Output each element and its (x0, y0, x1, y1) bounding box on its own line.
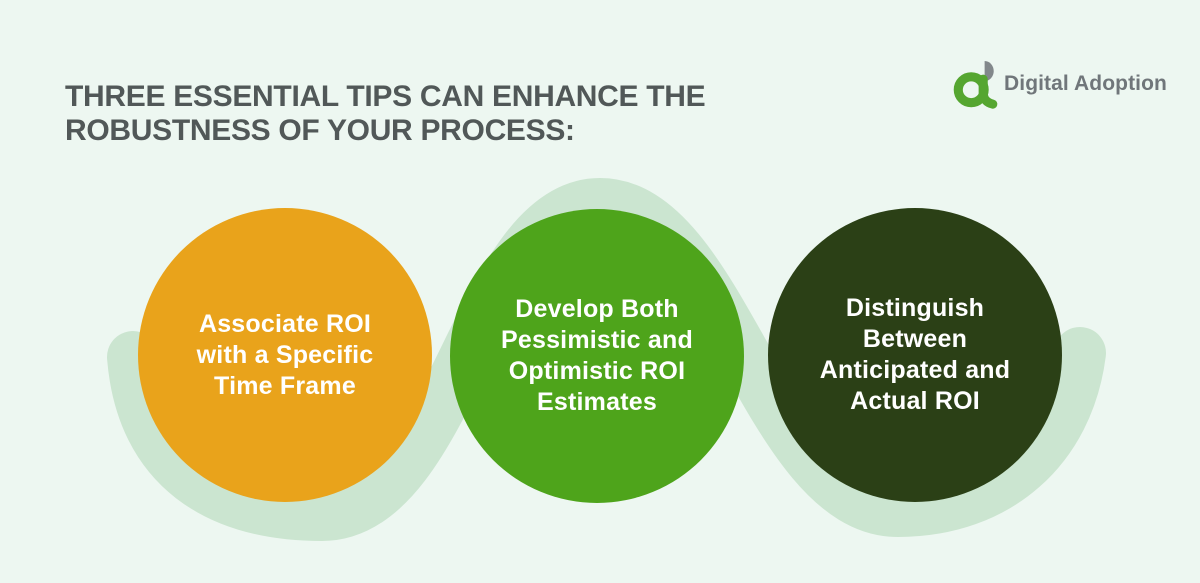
tip-1-line-1: Associate ROI (198, 309, 372, 338)
brand-logo: Digital Adoption (953, 58, 1167, 110)
tip-3-label: Distinguish Between Anticipated and Actu… (768, 208, 1062, 502)
tip-circle-2 (450, 209, 744, 503)
page-title-line-2: ROBUSTNESS OF YOUR PROCESS: (65, 114, 575, 148)
tip-2-label: Develop Both Pessimistic and Optimistic … (450, 209, 744, 503)
tip-2-line-4: Estimates (537, 388, 657, 416)
tip-3-line-3: Anticipated and (819, 356, 1011, 384)
tip-2-line-3: Optimistic ROI (508, 357, 686, 385)
tip-circle-3 (768, 208, 1062, 502)
digital-adoption-logo-icon (953, 61, 998, 109)
page-title-line-1: THREE ESSENTIAL TIPS CAN ENHANCE THE (65, 80, 706, 114)
tip-2-line-1: Develop Both (515, 295, 679, 323)
tip-circle-1 (138, 208, 432, 502)
logo-leaf-shape (984, 61, 994, 82)
tip-3-line-2: Between (862, 325, 968, 353)
tip-2-line-2: Pessimistic and (501, 326, 693, 354)
tip-1-label: Associate ROI with a Specific Time Frame (138, 208, 432, 502)
tip-3-line-1: Distinguish (845, 294, 985, 322)
tip-3-line-4: Actual ROI (850, 387, 980, 415)
page-title: THREE ESSENTIAL TIPS CAN ENHANCE THE ROB… (65, 80, 765, 148)
logo-a-tail (978, 74, 998, 109)
brand-name: Digital Adoption (1004, 72, 1167, 95)
tip-1-line-2: with a Specific (196, 340, 374, 369)
decorative-wave (107, 177, 1106, 542)
tip-1-line-3: Time Frame (214, 371, 356, 400)
